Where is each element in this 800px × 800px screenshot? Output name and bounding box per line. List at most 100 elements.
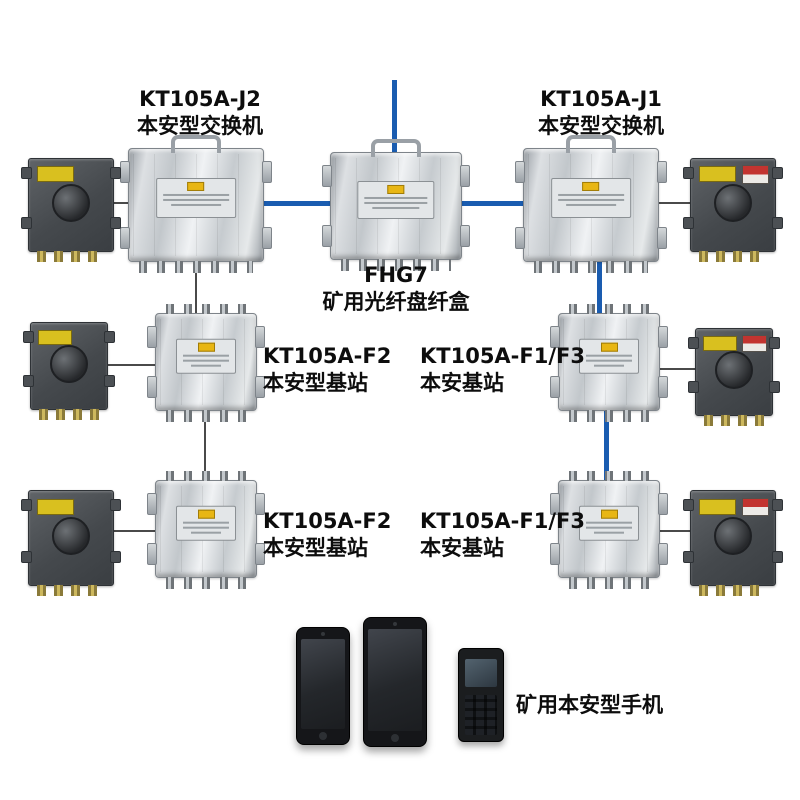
phone-screen: [368, 629, 422, 731]
node-base-bottom-right: [550, 471, 668, 589]
label-line-model: FHG7: [364, 263, 428, 287]
mount-tab: [683, 167, 694, 179]
mount-ear: [550, 326, 560, 348]
phone-camera-dot: [321, 632, 325, 636]
phone-screen: [465, 659, 497, 687]
cable-glands-icon: [569, 577, 649, 589]
mount-ear: [255, 326, 265, 348]
mount-tab: [110, 217, 121, 229]
mount-tab: [772, 499, 783, 511]
brand-logo: [187, 182, 205, 192]
node-fiber-box: [322, 139, 470, 271]
cable-switchright-jbtopright: [656, 202, 691, 204]
warning-label-icon: [36, 498, 74, 515]
cable-port-icon: [714, 184, 752, 223]
label-line-type: 本安基站: [420, 371, 504, 395]
carry-handle-icon: [566, 135, 616, 153]
warning-label-icon: [36, 166, 74, 183]
nameplate: [357, 180, 435, 219]
mount-ear: [147, 326, 157, 348]
mount-tab: [688, 337, 699, 349]
cable-glands-icon: [699, 251, 767, 262]
brand-logo: [600, 342, 618, 352]
mount-tab: [104, 375, 115, 387]
carry-handle-icon: [371, 139, 421, 157]
cert-label-icon: [741, 335, 767, 353]
node-junction-top-left: [21, 158, 121, 262]
mount-tab: [772, 217, 783, 229]
mount-ear: [120, 161, 130, 183]
cable-basebotright-jbbotright: [657, 530, 691, 532]
node-junction-bottom-left: [21, 490, 121, 596]
mount-tab: [772, 167, 783, 179]
label-base-bottom-right: KT105A-F1/F3 本安基站: [420, 508, 585, 562]
cable-jbtopleft-switchleft: [110, 202, 129, 204]
top-connectors-icon: [166, 471, 246, 481]
label-line-model: KT105A-F2: [263, 344, 392, 368]
cable-glands-icon: [569, 410, 649, 422]
mount-tab: [104, 331, 115, 343]
cable-port-icon: [714, 517, 752, 556]
mount-tab: [21, 217, 32, 229]
mount-ear: [147, 376, 157, 398]
fiber-switchleft-fiberbox: [261, 201, 331, 206]
cable-glands-icon: [37, 251, 105, 262]
mount-ear: [255, 376, 265, 398]
brand-logo: [197, 342, 215, 352]
label-fiber-box: FHG7 矿用光纤盘纤盒: [323, 262, 470, 316]
carry-handle-icon: [171, 135, 221, 153]
node-switch-right: [515, 135, 667, 273]
warning-label-icon: [698, 166, 736, 183]
nameplate: [176, 505, 236, 541]
cable-jbbotleft-basebotleft: [104, 530, 156, 532]
warning-label-icon: [702, 335, 737, 351]
node-junction-mid-left: [23, 322, 115, 420]
mount-ear: [262, 161, 272, 183]
cable-glands-icon: [139, 261, 253, 273]
mount-tab: [21, 167, 32, 179]
brand-logo: [387, 184, 405, 194]
mount-tab: [683, 499, 694, 511]
node-base-mid-right: [550, 304, 668, 422]
cable-glands-icon: [39, 409, 99, 420]
mount-tab: [21, 551, 32, 563]
mount-tab: [772, 551, 783, 563]
mount-ear: [658, 376, 668, 398]
label-line-model: KT105A-F2: [263, 509, 392, 533]
cable-port-icon: [52, 184, 90, 223]
phone-camera-dot: [393, 622, 397, 626]
feature-phone: [458, 648, 504, 742]
phone-home-button: [319, 732, 327, 740]
node-switch-left: [120, 135, 272, 273]
node-junction-bottom-right: [683, 490, 783, 596]
label-line-model: KT105A-J1: [540, 87, 662, 111]
mount-ear: [550, 493, 560, 515]
top-connectors-icon: [569, 304, 649, 314]
label-line-model: KT105A-F1/F3: [420, 509, 585, 533]
mount-tab: [21, 499, 32, 511]
cable-glands-icon: [166, 577, 246, 589]
label-line-type: 本安基站: [420, 536, 504, 560]
label-base-mid-right: KT105A-F1/F3 本安基站: [420, 343, 585, 397]
mount-tab: [769, 337, 780, 349]
mount-ear: [657, 161, 667, 183]
nameplate: [579, 505, 639, 541]
mount-ear: [255, 493, 265, 515]
smartphone-2: [363, 617, 427, 747]
cert-label-icon: [741, 497, 770, 517]
node-junction-mid-right: [688, 328, 780, 426]
label-line-type: 本安型基站: [263, 371, 368, 395]
phone-keypad: [465, 695, 497, 735]
mount-ear: [322, 165, 332, 187]
label-line-type: 矿用光纤盘纤盒: [322, 290, 470, 314]
top-connectors-icon: [569, 471, 649, 481]
nameplate: [156, 178, 236, 219]
cable-basemidleft-basebotleft: [204, 407, 206, 482]
cable-basemidright-jbmidright: [657, 368, 696, 370]
cert-label-icon: [741, 165, 770, 184]
cable-port-icon: [52, 517, 90, 556]
label-phones: 矿用本安型手机: [516, 693, 663, 717]
mount-tab: [23, 331, 34, 343]
label-line-type: 本安型交换机: [538, 114, 664, 138]
